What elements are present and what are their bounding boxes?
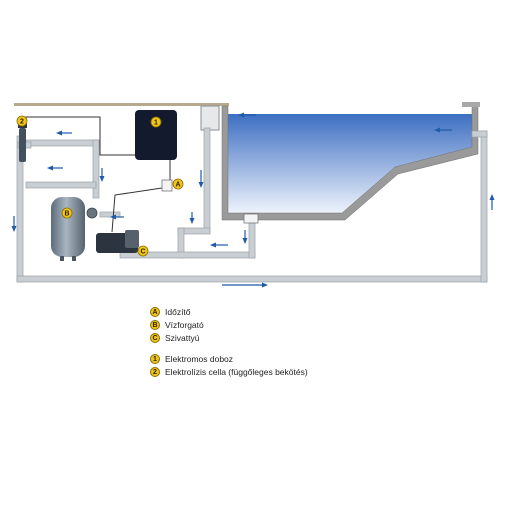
badge-b: B (61, 207, 73, 219)
power-wire (25, 116, 135, 156)
legend-badge-c: C (150, 333, 160, 343)
legend-item-2: 2 Elektrolízis cella (függőleges bekötés… (150, 367, 308, 377)
legend-badge-1: 1 (150, 354, 160, 364)
arrow-right-bottom (222, 282, 268, 288)
electrical-box (135, 110, 177, 160)
legend-label-c: Szivattyú (165, 333, 200, 343)
pump-wire (111, 187, 163, 233)
badge-a: A (172, 178, 184, 190)
badge-c: C (137, 245, 149, 257)
main-drain (243, 213, 259, 224)
badge-1: 1 (150, 116, 162, 128)
arrow-down-feed (189, 212, 195, 224)
arrow-into-pool (434, 127, 452, 133)
electrolysis-cell (19, 128, 26, 162)
legend-badge-b: B (150, 320, 160, 330)
legend-label-1: Elektromos doboz (165, 354, 234, 364)
legend-label-b: Vízforgató (165, 320, 204, 330)
pool-coping-right (462, 102, 480, 107)
svg-text:2: 2 (20, 119, 24, 126)
pool-water (228, 114, 472, 213)
svg-text:B: B (64, 211, 69, 218)
svg-text:C: C (140, 249, 145, 256)
filter-leg-right (72, 256, 76, 261)
skimmer (200, 105, 220, 131)
arrow-down-left (11, 216, 17, 232)
filter-tank (51, 197, 85, 257)
arrow-left-top (56, 130, 72, 136)
legend-item-1: 1 Elektromos doboz (150, 354, 233, 364)
arrow-pump-left (110, 214, 124, 220)
arrow-up-right (489, 194, 495, 210)
legend-label-a: Időzítő (165, 307, 191, 317)
legend-label-2: Elektrolízis cella (függőleges bekötés) (165, 367, 308, 377)
filter-leg-left (60, 256, 64, 261)
arrow-down-drain (242, 230, 248, 244)
arrow-down-skimmer (198, 170, 204, 188)
legend-item-a: A Időzítő (150, 307, 191, 317)
pipes (16, 127, 488, 283)
legend-badge-a: A (150, 307, 160, 317)
timer (161, 179, 173, 192)
arrow-down-filter (99, 168, 105, 182)
multiport-valve (86, 207, 98, 219)
svg-text:A: A (175, 182, 180, 189)
legend-badge-2: 2 (150, 367, 160, 377)
arrow-left-bottom (210, 242, 228, 248)
legend-item-c: C Szivattyú (150, 333, 200, 343)
ground-line (14, 103, 229, 106)
badge-2: 2 (16, 115, 28, 127)
flow-arrows (11, 112, 495, 288)
svg-text:1: 1 (154, 120, 158, 127)
legend-item-b: B Vízforgató (150, 320, 204, 330)
arrow-left-mid (47, 165, 63, 171)
pump-strainer (125, 230, 139, 248)
arrow-pool-left (238, 112, 256, 118)
